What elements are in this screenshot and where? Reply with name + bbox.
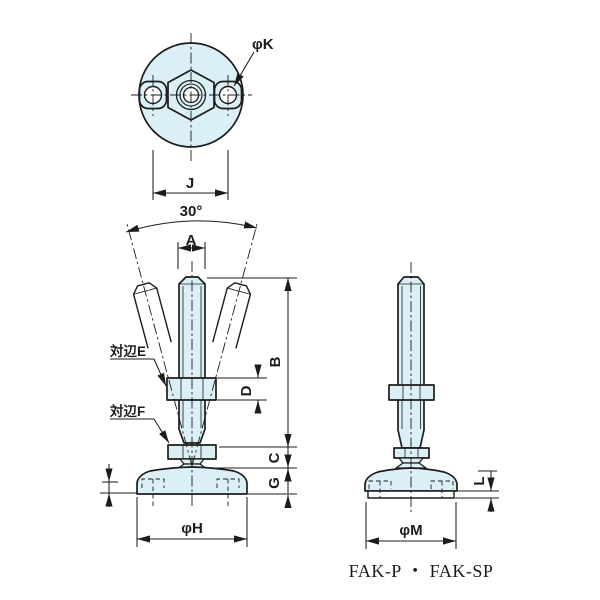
- width-across-flats-f-label: 対辺F: [109, 403, 145, 419]
- side-view: [364, 262, 499, 549]
- phi-k-label: φK: [252, 36, 274, 53]
- front-view: [100, 220, 297, 547]
- phi-k-leader: [233, 51, 255, 87]
- phi-m-label: φM: [399, 522, 422, 539]
- dimension-l-label: L: [471, 476, 488, 485]
- dimension-g-label: G: [266, 477, 283, 489]
- dimension-a-label: A: [186, 232, 197, 249]
- dimension-d-label: D: [238, 385, 255, 396]
- angle-30-label: 30°: [180, 203, 203, 220]
- dimension-c-label: C: [266, 452, 283, 463]
- dimension-b-label: B: [267, 356, 284, 367]
- hex-nut-e: [166, 377, 217, 401]
- lower-nut-side: [393, 447, 430, 459]
- hex-nut-side: [388, 384, 435, 401]
- j-dimension-label: J: [186, 175, 194, 192]
- phi-h-label: φH: [181, 520, 203, 537]
- flats-e-leader: [153, 358, 167, 387]
- angle-arc: [125, 220, 258, 233]
- plan-view: [131, 33, 255, 200]
- model-caption: FAK-P ・ FAK-SP: [349, 561, 494, 581]
- width-across-flats-e-label: 対辺E: [109, 343, 146, 359]
- flats-f-leader: [153, 418, 170, 444]
